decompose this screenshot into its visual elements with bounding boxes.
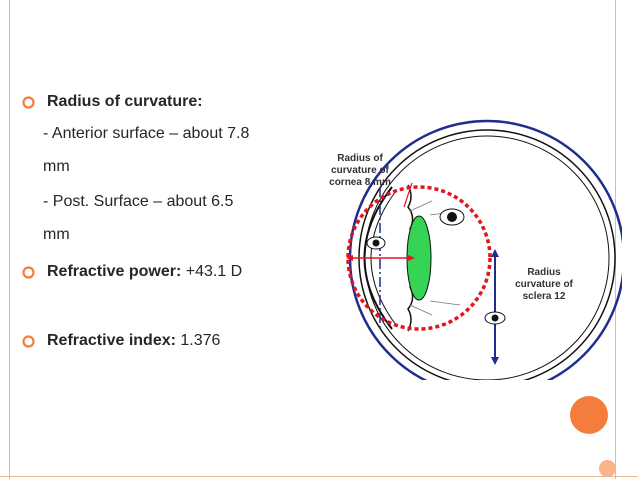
bullet-value: +43.1 D — [185, 263, 243, 280]
sub-line: mm — [43, 158, 70, 175]
cornea-label-line: cornea 8 mm — [329, 177, 391, 188]
sub-line: - Post. Surface – about 6.5 — [43, 193, 234, 210]
sclera-label-line: curvature of — [515, 279, 573, 290]
sclera-label-line: sclera 12 — [523, 291, 566, 302]
left-border-line — [9, 0, 10, 479]
eye-curvature-diagram: Radius of curvature of cornea 8 mm Radiu… — [329, 119, 622, 380]
bullet-icon — [22, 96, 35, 109]
eye-watermark-icon — [366, 236, 386, 250]
bullet-radius: Radius of curvature: — [47, 93, 203, 111]
sub-line: - Anterior surface – about 7.8 — [43, 125, 250, 142]
bullet-heading: Refractive index: — [47, 332, 176, 349]
bullet-heading: Radius of curvature: — [47, 93, 203, 110]
eye-watermark-icon — [439, 208, 465, 226]
sub-line: mm — [43, 226, 70, 243]
sclera-inner-circle — [358, 129, 616, 380]
bullet-refractive-power: Refractive power: +43.1 D — [47, 263, 242, 281]
bottom-border-line — [0, 476, 638, 477]
bullet-refractive-index: Refractive index: 1.376 — [47, 332, 220, 350]
bullet-heading: Refractive power: — [47, 263, 182, 280]
right-border-line — [615, 0, 616, 479]
cornea-label-line: Radius of — [337, 153, 383, 164]
decor-circle-large — [570, 396, 608, 434]
cornea-curvature-circle — [346, 185, 492, 331]
sclera-outer-circle — [348, 119, 622, 380]
bullet-icon — [22, 266, 35, 279]
decor-circle-small — [599, 460, 616, 477]
eye-watermark-icon — [484, 311, 506, 325]
bullet-value: 1.376 — [180, 332, 221, 349]
bullet-icon — [22, 335, 35, 348]
sclera-label-line: Radius — [527, 267, 561, 278]
cornea-label-line: curvature of — [331, 165, 389, 176]
